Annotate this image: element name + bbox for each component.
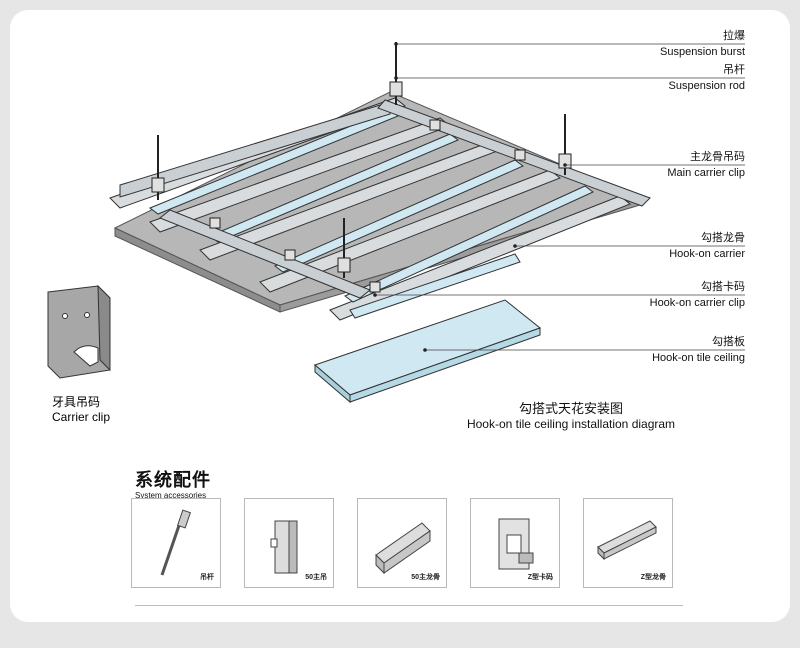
accessory-suspension-rod: 吊杆 xyxy=(131,498,221,588)
accessory-50-main-carrier: 50主龙骨 xyxy=(357,498,447,588)
callout-hook-on-tile-ceiling: 勾搭板 Hook-on tile ceiling xyxy=(652,334,745,366)
callout-en: Suspension rod xyxy=(668,80,745,92)
leader-dots xyxy=(373,42,567,352)
rod-clips xyxy=(151,81,572,293)
callout-zh: 勾搭板 xyxy=(712,336,745,348)
z-clip-icon xyxy=(498,518,534,570)
carrier-clip-detail xyxy=(47,284,111,379)
accessories-divider xyxy=(135,605,683,606)
carrier-clip-label: 牙具吊码 Carrier clip xyxy=(52,393,132,424)
channel-icon xyxy=(375,522,431,575)
z-carrier-icon xyxy=(597,520,657,561)
callout-zh: 勾搭龙骨 xyxy=(701,232,745,244)
callout-main-carrier-clip: 主龙骨吊码 Main carrier clip xyxy=(667,149,745,181)
callout-suspension-rod: 吊杆 Suspension rod xyxy=(669,62,745,94)
rod-icon xyxy=(160,509,192,576)
callout-zh: 吊杆 xyxy=(723,64,745,76)
callout-zh: 勾搭卡码 xyxy=(701,281,745,293)
callout-hook-on-carrier: 勾搭龙骨 Hook-on carrier xyxy=(669,230,745,262)
accessory-label: Z型卡码 xyxy=(527,574,553,581)
accessory-z-clip: Z型卡码 xyxy=(470,498,560,588)
accessory-50-main-hanger: 50主吊 xyxy=(244,498,334,588)
accessories-title-en: System accessories xyxy=(135,491,207,500)
callout-hook-on-carrier-clip: 勾搭卡码 Hook-on carrier clip xyxy=(650,279,745,311)
carrier-clip-label-en: Carrier clip xyxy=(52,410,111,424)
installation-drawing xyxy=(47,42,745,404)
hook-on-tile-panel xyxy=(314,299,542,404)
accessory-label: 吊杆 xyxy=(200,574,214,581)
callout-zh: 主龙骨吊码 xyxy=(690,151,745,163)
diagram-title-en: Hook-on tile ceiling installation diagra… xyxy=(466,417,676,431)
floating-carrier xyxy=(349,253,521,319)
callout-zh: 拉爆 xyxy=(723,30,745,42)
callout-en: Suspension burst xyxy=(660,46,745,58)
accessories-title-zh: 系统配件 xyxy=(135,470,211,490)
diagram-title: 勾搭式天花安装图 Hook-on tile ceiling installati… xyxy=(466,398,676,431)
accessory-label: 50主吊 xyxy=(305,574,327,581)
hanger-icon xyxy=(270,520,298,574)
callout-suspension-burst: 拉爆 Suspension burst xyxy=(660,28,745,60)
diagram-card: 拉爆 Suspension burst 吊杆 Suspension rod 主龙… xyxy=(10,10,790,622)
accessories-title: 系统配件 System accessories xyxy=(135,466,211,500)
cross-beams xyxy=(119,99,651,299)
accessory-label: Z型龙骨 xyxy=(640,574,666,581)
callout-en: Main carrier clip xyxy=(667,167,745,179)
diagram-title-zh: 勾搭式天花安装图 xyxy=(518,401,623,416)
carrier-clip-label-zh: 牙具吊码 xyxy=(52,395,101,409)
callout-en: Hook-on carrier xyxy=(669,248,745,260)
hook-on-carriers xyxy=(148,109,594,303)
leader-lines xyxy=(375,43,745,351)
callout-en: Hook-on tile ceiling xyxy=(652,352,745,364)
callout-en: Hook-on carrier clip xyxy=(649,297,745,309)
accessory-label: 50主龙骨 xyxy=(411,574,440,581)
accessory-z-carrier: Z型龙骨 xyxy=(583,498,673,588)
